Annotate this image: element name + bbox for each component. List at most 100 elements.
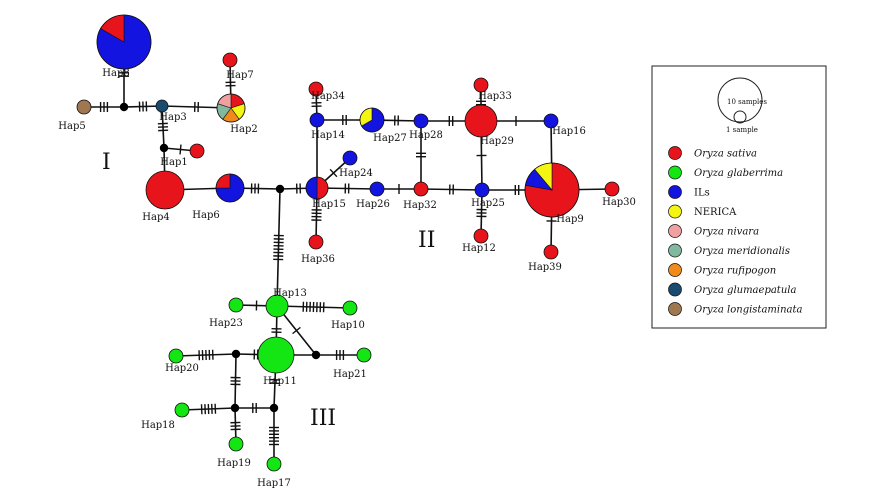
haplotype-label: Hap30 bbox=[602, 197, 636, 208]
haplotype-node-hap16 bbox=[543, 113, 559, 129]
haplotype-node-hap33 bbox=[473, 77, 489, 93]
haplotype-node-hap14 bbox=[309, 112, 325, 128]
pie-slice bbox=[308, 234, 324, 250]
legend-label-oryza-longistaminata: Oryza longistaminata bbox=[694, 305, 803, 316]
haplotype-node-hap23 bbox=[228, 297, 244, 313]
median-vector bbox=[311, 350, 321, 360]
haplotype-label: Hap16 bbox=[552, 126, 586, 137]
pie-slice bbox=[342, 150, 358, 166]
pie-slice bbox=[174, 402, 190, 418]
pie-slice bbox=[543, 244, 559, 260]
median-vector bbox=[230, 403, 240, 413]
haplotype-label: Hap15 bbox=[312, 199, 346, 210]
haplotype-node-hap39 bbox=[543, 244, 559, 260]
median-vector bbox=[231, 349, 241, 359]
haplotype-label: Hap32 bbox=[403, 200, 437, 211]
group-label-1: I bbox=[102, 150, 111, 175]
median-vector bbox=[269, 403, 279, 413]
pie-slice bbox=[543, 113, 559, 129]
haplotype-node-hap6 bbox=[215, 173, 245, 203]
legend-size-large-circle bbox=[717, 77, 763, 123]
legend-swatch-oryza-glaberrima bbox=[668, 165, 682, 180]
haplotype-node-hap8 bbox=[96, 14, 152, 70]
median-vector bbox=[275, 184, 285, 194]
haplotype-node-hap27 bbox=[359, 107, 385, 133]
pie-slice bbox=[474, 182, 490, 198]
pie-slice bbox=[145, 170, 185, 210]
legend-size-large-label: 10 samples bbox=[727, 98, 767, 106]
legend-swatch-oryza-sativa bbox=[668, 146, 682, 160]
pie-slice bbox=[228, 436, 244, 452]
legend-label-ils: ILs bbox=[694, 188, 710, 199]
pie-slice bbox=[356, 347, 372, 363]
haplotype-node-hap10 bbox=[342, 300, 358, 316]
pie-slice bbox=[266, 456, 282, 472]
haplotype-label: Hap34 bbox=[311, 91, 345, 102]
legend-swatch-oryza-meridionalis bbox=[668, 243, 682, 258]
pie-slice bbox=[473, 77, 489, 93]
haplotype-node-hap7 bbox=[222, 52, 238, 68]
haplotype-node-hap18 bbox=[174, 402, 190, 418]
haplotype-label: Hap18 bbox=[141, 420, 175, 431]
haplotype-node-hap28 bbox=[413, 113, 429, 129]
haplotype-node-hap1 bbox=[189, 143, 205, 159]
legend-label-oryza-sativa: Oryza sativa bbox=[694, 149, 757, 160]
pie-slice bbox=[308, 81, 324, 97]
haplotype-node-hap32 bbox=[413, 181, 429, 197]
haplotype-label: Hap19 bbox=[217, 458, 251, 469]
haplotype-label: Hap3 bbox=[159, 112, 186, 123]
legend-label-oryza-glaberrima: Oryza glaberrima bbox=[694, 168, 783, 179]
pie-slice bbox=[155, 99, 169, 113]
haplotype-label: Hap26 bbox=[356, 199, 390, 210]
haplotype-node-hap3 bbox=[155, 99, 169, 113]
haplotype-label: Hap7 bbox=[226, 70, 253, 81]
pie-slice bbox=[464, 104, 498, 138]
network-edge bbox=[276, 188, 281, 307]
pie-slice bbox=[222, 52, 238, 68]
mutation-tick bbox=[179, 144, 182, 155]
haplotype-label: Hap29 bbox=[480, 136, 514, 147]
pie-slice bbox=[413, 113, 429, 129]
haplotype-node-hap5 bbox=[76, 99, 92, 115]
haplotype-label: Hap13 bbox=[273, 288, 307, 299]
legend-swatch-oryza-longistaminata bbox=[668, 302, 682, 316]
haplotype-node-hap25 bbox=[474, 182, 490, 198]
haplotype-node-hap12 bbox=[473, 228, 489, 244]
network-labels: Hap1Hap2Hap3Hap4Hap5Hap6Hap7Hap8Hap9Hap1… bbox=[58, 68, 636, 489]
legend-swatch-oryza-rufipogon bbox=[668, 263, 682, 277]
haplotype-label: Hap23 bbox=[209, 318, 243, 329]
haplotype-label: Hap24 bbox=[339, 168, 373, 179]
haplotype-label: Hap9 bbox=[556, 214, 583, 225]
haplotype-label: Hap6 bbox=[192, 210, 219, 221]
haplotype-node-hap26 bbox=[369, 181, 385, 197]
haplotype-node-hap19 bbox=[228, 436, 244, 452]
haplotype-label: Hap11 bbox=[263, 376, 297, 387]
pie-slice bbox=[342, 300, 358, 316]
pie-slice bbox=[228, 297, 244, 313]
legend-swatch-nerica bbox=[668, 204, 682, 219]
haplotype-label: Hap14 bbox=[311, 130, 345, 141]
haplotype-node-hap20 bbox=[168, 348, 184, 364]
haplotype-label: Hap5 bbox=[58, 121, 85, 132]
haplotype-label: Hap8 bbox=[102, 68, 129, 79]
pie-outline bbox=[216, 93, 246, 123]
mutation-tick bbox=[292, 326, 301, 335]
pie-slice bbox=[168, 348, 184, 364]
haplotype-label: Hap28 bbox=[409, 130, 443, 141]
haplotype-node-hap9 bbox=[524, 162, 580, 218]
median-vector bbox=[119, 102, 129, 112]
haplotype-node-hap17 bbox=[266, 456, 282, 472]
haplotype-label: Hap4 bbox=[142, 212, 169, 223]
haplotype-label: Hap39 bbox=[528, 262, 562, 273]
pie-slice bbox=[369, 181, 385, 197]
pie-slice bbox=[189, 143, 205, 159]
pie-outline bbox=[96, 14, 152, 70]
legend-swatch-oryza-glumaepatula bbox=[668, 282, 682, 297]
haplotype-node-hap11 bbox=[257, 336, 295, 374]
pie-outline bbox=[215, 173, 245, 203]
pie-slice bbox=[265, 294, 289, 318]
pie-slice bbox=[604, 181, 620, 197]
legend-label-oryza-meridionalis: Oryza meridionalis bbox=[694, 246, 790, 257]
